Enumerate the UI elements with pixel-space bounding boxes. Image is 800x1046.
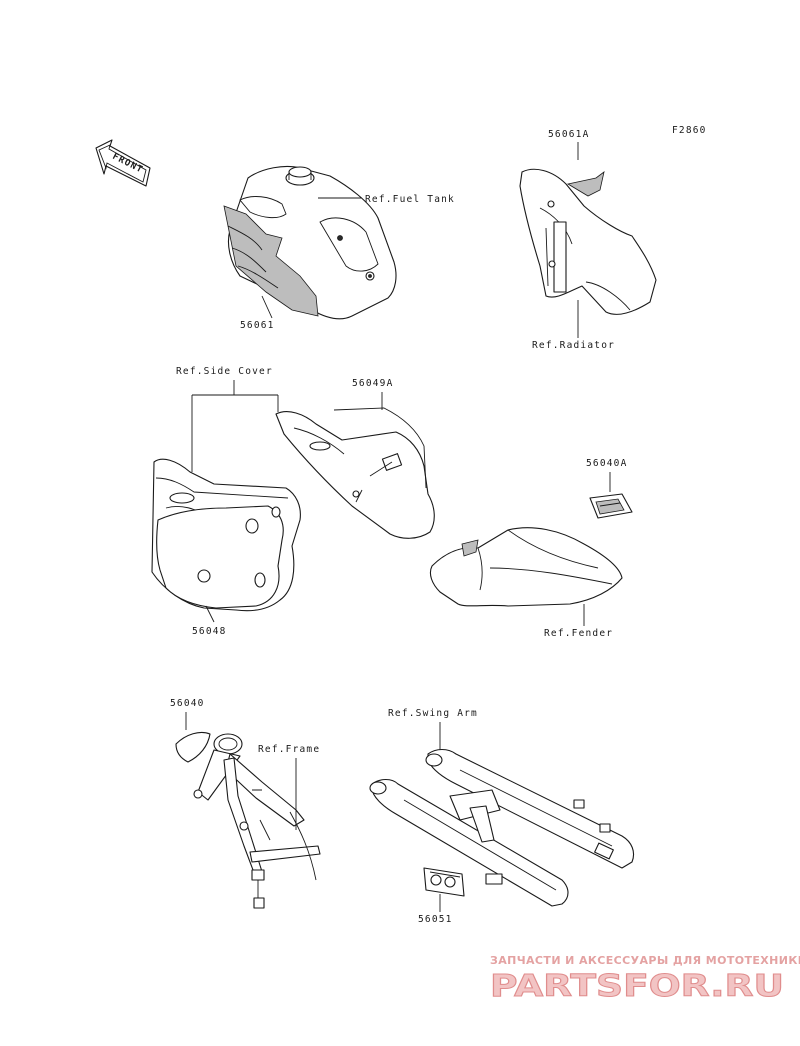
figure-code: F2860	[672, 125, 707, 136]
watermark-tagline: ЗАПЧАСТИ И АКСЕССУАРЫ ДЛЯ МОТОТЕХНИКИ	[490, 954, 800, 967]
label-56061: 56061	[240, 320, 275, 331]
label-56061a: 56061A	[548, 129, 590, 140]
label-ref-frame: Ref.Frame	[258, 744, 320, 755]
label-56049a: 56049A	[352, 378, 394, 389]
label-56051: 56051	[418, 914, 453, 925]
label-ref-side-cover: Ref.Side Cover	[176, 366, 273, 377]
leader-56061	[261, 295, 273, 319]
watermark-logo: PARTSFOR.RU	[490, 969, 784, 1004]
label-56048: 56048	[192, 626, 227, 637]
decal-56051	[423, 867, 465, 897]
leader-side-cover	[191, 380, 279, 472]
frame-illustration	[193, 733, 321, 909]
label-ref-fuel-tank: Ref.Fuel Tank	[365, 194, 455, 205]
fender-illustration	[429, 527, 623, 607]
leader-56048	[205, 605, 215, 623]
label-ref-swing-arm: Ref.Swing Arm	[388, 708, 478, 719]
decal-56040a	[589, 493, 633, 519]
side-cover-right-illustration	[275, 407, 435, 539]
label-56040a: 56040A	[586, 458, 628, 469]
radiator-shroud-illustration	[519, 168, 657, 315]
fuel-tank-illustration	[223, 165, 397, 320]
swing-arm-illustration	[369, 748, 635, 907]
side-cover-decal-56048	[156, 505, 284, 609]
front-arrow-icon: FRONT	[95, 139, 151, 187]
frame-decal-56040	[175, 731, 211, 763]
label-56040: 56040	[170, 698, 205, 709]
label-ref-radiator: Ref.Radiator	[532, 340, 615, 351]
label-ref-fender: Ref.Fender	[544, 628, 613, 639]
